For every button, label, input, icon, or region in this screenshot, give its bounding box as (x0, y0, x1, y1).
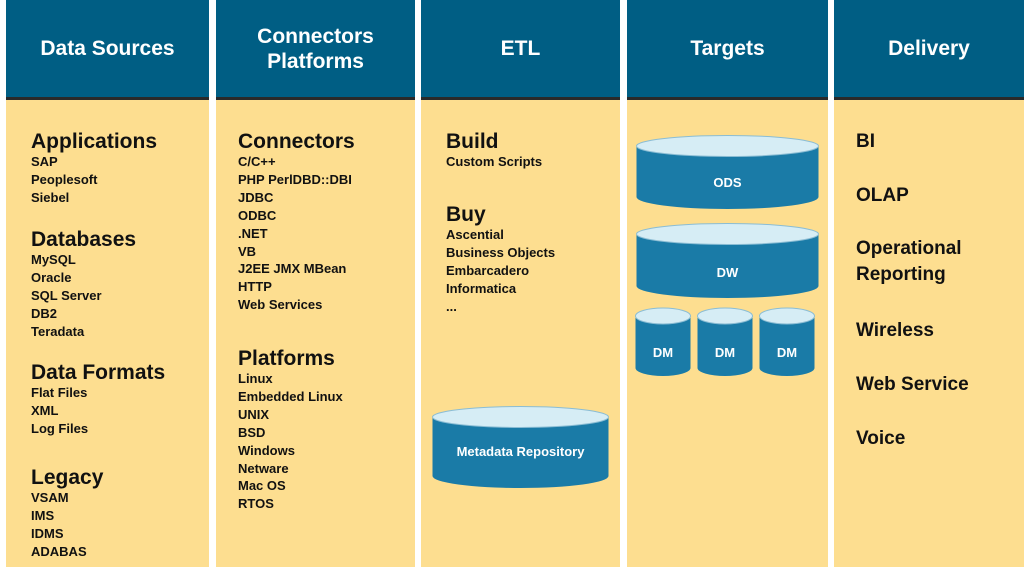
list-item: Web Services (238, 297, 323, 313)
list-item: RTOS (238, 496, 274, 512)
list-item: PHP PerlDBD::DBI (238, 171, 352, 187)
list-item: Siebel (31, 189, 70, 205)
dm-label: DM (652, 345, 674, 360)
list-item: SQL Server (31, 287, 102, 303)
list-item: ... (446, 298, 457, 314)
cylinder-shape (432, 406, 609, 488)
column-data-sources (6, 10, 209, 567)
group-heading: Data Formats (31, 361, 166, 384)
header-delivery: Delivery (834, 0, 1024, 100)
list-item: Flat Files (31, 385, 88, 400)
group-heading: Connectors (238, 130, 355, 153)
group-heading: Platforms (238, 347, 335, 370)
list-item: Teradata (31, 323, 85, 339)
column-connectors (216, 10, 415, 567)
cylinder-shape (636, 223, 819, 298)
list-item: IDMS (31, 525, 64, 541)
header-data-sources-label: Data Sources (40, 37, 175, 60)
group-heading: Databases (31, 228, 137, 251)
dm-cylinder-3: DM (759, 307, 815, 377)
ods-cylinder: ODS (636, 135, 819, 210)
list-item: IMS (31, 507, 55, 523)
list-item: J2EE JMX MBean (238, 261, 347, 277)
list-item: Custom Scripts (446, 154, 543, 169)
header-etl: ETL (421, 0, 620, 100)
header-targets-label: Targets (690, 37, 765, 60)
metadata-repository-label: Metadata Repository (456, 444, 585, 459)
column-delivery (834, 10, 1024, 567)
list-item: VB (238, 243, 257, 259)
group-connectors: Connectors C/C++ PHP PerlDBD::DBI JDBC O… (238, 131, 355, 314)
list-item: XML (31, 402, 59, 418)
metadata-repository-cylinder: Metadata Repository (432, 406, 609, 489)
ods-label: ODS (713, 175, 742, 190)
group-applications: Applications SAP Peoplesoft Siebel (31, 131, 157, 207)
list-item: HTTP (238, 279, 272, 295)
group-data-formats: Data Formats Flat Files XML Log Files (31, 362, 165, 438)
list-item: Oracle (31, 269, 72, 285)
list-item: ADABAS (31, 543, 87, 559)
dw-cylinder: DW (636, 223, 819, 299)
list-item: Ascential (446, 227, 504, 242)
list-item: JDBC (238, 189, 274, 205)
list-item: DB2 (31, 305, 58, 321)
dm-label: DM (714, 345, 736, 360)
list-item: C/C++ (238, 154, 276, 169)
dw-label: DW (716, 265, 739, 280)
group-heading: Legacy (31, 466, 104, 489)
group-legacy: Legacy VSAM IMS IDMS ADABAS (31, 467, 103, 561)
list-item: Mac OS (238, 478, 286, 494)
list-item: .NET (238, 225, 268, 241)
delivery-item-bi: BI (856, 131, 875, 152)
dm-label: DM (776, 345, 798, 360)
header-connectors: Connectors Platforms (216, 0, 415, 100)
delivery-item-voice: Voice (856, 428, 906, 449)
dm-cylinder-1: DM (635, 307, 691, 377)
header-etl-label: ETL (500, 37, 541, 60)
delivery-item-operational-reporting: Operational Reporting (856, 238, 962, 285)
list-item: Netware (238, 460, 289, 476)
group-buy: Buy Ascential Business Objects Embarcade… (446, 204, 555, 316)
group-build: Build Custom Scripts (446, 131, 542, 171)
cylinder-shape (636, 135, 819, 209)
list-item: UNIX (238, 406, 270, 422)
header-data-sources: Data Sources (6, 0, 209, 100)
header-delivery-label: Delivery (888, 37, 970, 60)
dm-cylinder-2: DM (697, 307, 753, 377)
list-item: Embedded Linux (238, 388, 343, 404)
list-item: MySQL (31, 252, 76, 267)
delivery-item-web-service: Web Service (856, 374, 969, 395)
cylinder-shape (635, 307, 691, 376)
list-item: SAP (31, 154, 58, 169)
list-item: Peoplesoft (31, 171, 98, 187)
group-databases: Databases MySQL Oracle SQL Server DB2 Te… (31, 229, 136, 341)
list-item: Business Objects (446, 244, 556, 260)
header-connectors-label: Connectors Platforms (257, 24, 374, 73)
group-platforms: Platforms Linux Embedded Linux UNIX BSD … (238, 348, 343, 513)
list-item: Embarcadero (446, 262, 530, 278)
list-item: VSAM (31, 490, 69, 505)
cylinder-shape (759, 307, 815, 376)
delivery-item-wireless: Wireless (856, 320, 934, 341)
delivery-item-olap: OLAP (856, 185, 909, 206)
group-heading: Applications (31, 130, 158, 153)
group-heading: Build (446, 130, 499, 153)
list-item: Informatica (446, 280, 517, 296)
group-heading: Buy (446, 203, 486, 226)
header-targets: Targets (627, 0, 828, 100)
list-item: ODBC (238, 207, 277, 223)
cylinder-shape (697, 307, 753, 376)
list-item: BSD (238, 424, 266, 440)
list-item: Log Files (31, 420, 89, 436)
list-item: Windows (238, 442, 295, 458)
list-item: Linux (238, 371, 273, 386)
